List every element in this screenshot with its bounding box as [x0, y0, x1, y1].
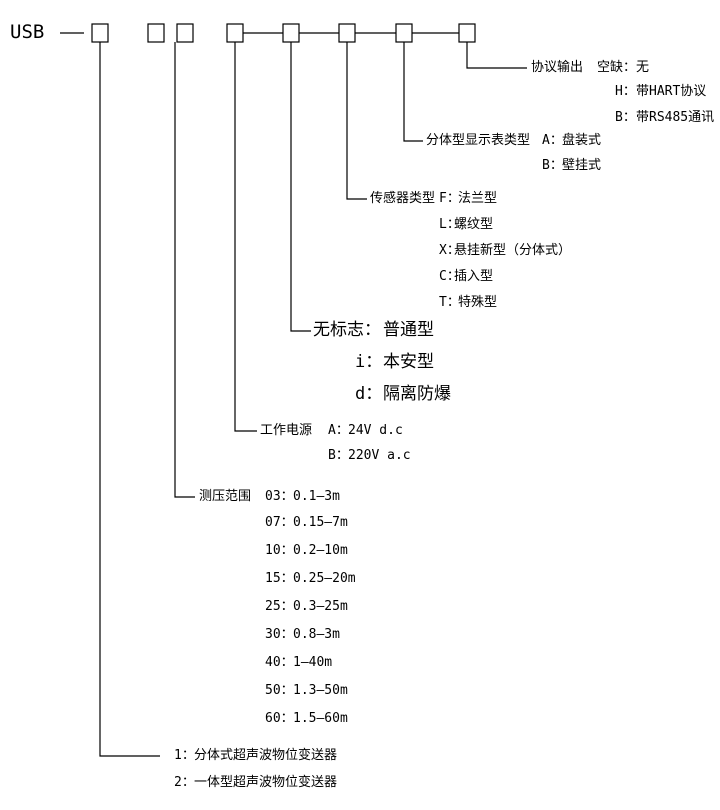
- sensor-option-code: F：: [439, 191, 460, 206]
- range-option-code: 03：: [265, 489, 294, 504]
- sensor-option-desc: 插入型: [454, 269, 494, 284]
- display-title: 分体型显示表类型: [426, 133, 531, 148]
- range-option-code: 50：: [265, 683, 294, 698]
- range-option-desc: 0.1—3m: [293, 489, 340, 504]
- range-option-code: 30：: [265, 627, 294, 642]
- explosion-option-desc: 普通型: [383, 320, 434, 340]
- explosion-option-code: d：: [355, 384, 383, 404]
- sensor-title: 传感器类型: [370, 191, 436, 206]
- explosion-option-code: 无标志：: [313, 320, 381, 340]
- protocol-title: 协议输出: [531, 60, 584, 75]
- code-box-display: [395, 23, 413, 43]
- range-option-code: 25：: [265, 599, 294, 614]
- sensor-option-code: T：: [439, 295, 460, 310]
- model-prefix: USB: [10, 21, 45, 43]
- leader-sensor: [346, 42, 367, 200]
- range-option-code: 60：: [265, 711, 294, 726]
- type-option-code: 1：: [174, 748, 195, 763]
- leader-explosion: [290, 42, 311, 332]
- leader-range: [174, 42, 195, 498]
- range-option-desc: 1—40m: [293, 655, 333, 670]
- range-option-code: 15：: [265, 571, 294, 586]
- display-option-desc: 壁挂式: [562, 158, 602, 173]
- protocol-option-code: B：: [615, 110, 636, 125]
- range-option-desc: 0.3—25m: [293, 599, 348, 614]
- code-box-type: [91, 23, 109, 43]
- range-option-desc: 1.3—50m: [293, 683, 348, 698]
- range-option-code: 07：: [265, 515, 294, 530]
- range-option-code: 40：: [265, 655, 294, 670]
- power-option-desc: 24V d.c: [348, 423, 403, 438]
- code-box-range-1: [147, 23, 165, 43]
- explosion-option-desc: 本安型: [383, 352, 434, 372]
- power-title: 工作电源: [260, 423, 313, 438]
- type-option-desc: 一体型超声波物位变送器: [194, 775, 338, 790]
- protocol-option-desc: 无: [636, 60, 650, 75]
- explosion-option-code: i：: [355, 352, 383, 372]
- protocol-option-code: H：: [615, 84, 636, 99]
- explosion-option-desc: 隔离防爆: [383, 384, 451, 404]
- code-box-sensor: [338, 23, 356, 43]
- power-option-desc: 220V a.c: [348, 448, 411, 463]
- sensor-option-code: X：: [439, 243, 460, 258]
- range-option-desc: 0.15—7m: [293, 515, 348, 530]
- sensor-option-code: L：: [439, 217, 460, 232]
- sensor-option-desc: 法兰型: [458, 191, 498, 206]
- range-title: 测压范围: [199, 489, 252, 504]
- protocol-option-code: 空缺：: [597, 60, 637, 75]
- range-option-code: 10：: [265, 543, 294, 558]
- code-box-protocol: [458, 23, 476, 43]
- power-option-code: B：: [328, 448, 349, 463]
- leader-type: [99, 42, 160, 757]
- range-option-desc: 0.2—10m: [293, 543, 348, 558]
- type-option-desc: 分体式超声波物位变送器: [194, 748, 338, 763]
- code-box-power: [226, 23, 244, 43]
- protocol-option-desc: 带HART协议: [636, 84, 707, 99]
- leader-power: [234, 42, 257, 432]
- sensor-option-desc: 悬挂新型（分体式）: [454, 243, 572, 258]
- range-option-desc: 0.8—3m: [293, 627, 340, 642]
- range-option-desc: 1.5—60m: [293, 711, 348, 726]
- range-option-desc: 0.25—20m: [293, 571, 356, 586]
- code-box-range-2: [176, 23, 194, 43]
- display-option-code: A：: [542, 133, 563, 148]
- code-box-explosion: [282, 23, 300, 43]
- type-option-code: 2：: [174, 775, 195, 790]
- leader-display: [403, 42, 423, 142]
- power-option-code: A：: [328, 423, 349, 438]
- sensor-option-desc: 特殊型: [458, 295, 498, 310]
- leader-protocol: [466, 42, 527, 69]
- display-option-code: B：: [542, 158, 563, 173]
- protocol-option-desc: 带RS485通讯: [636, 110, 715, 125]
- sensor-option-code: C：: [439, 269, 460, 284]
- display-option-desc: 盘装式: [562, 133, 602, 148]
- sensor-option-desc: 螺纹型: [454, 217, 494, 232]
